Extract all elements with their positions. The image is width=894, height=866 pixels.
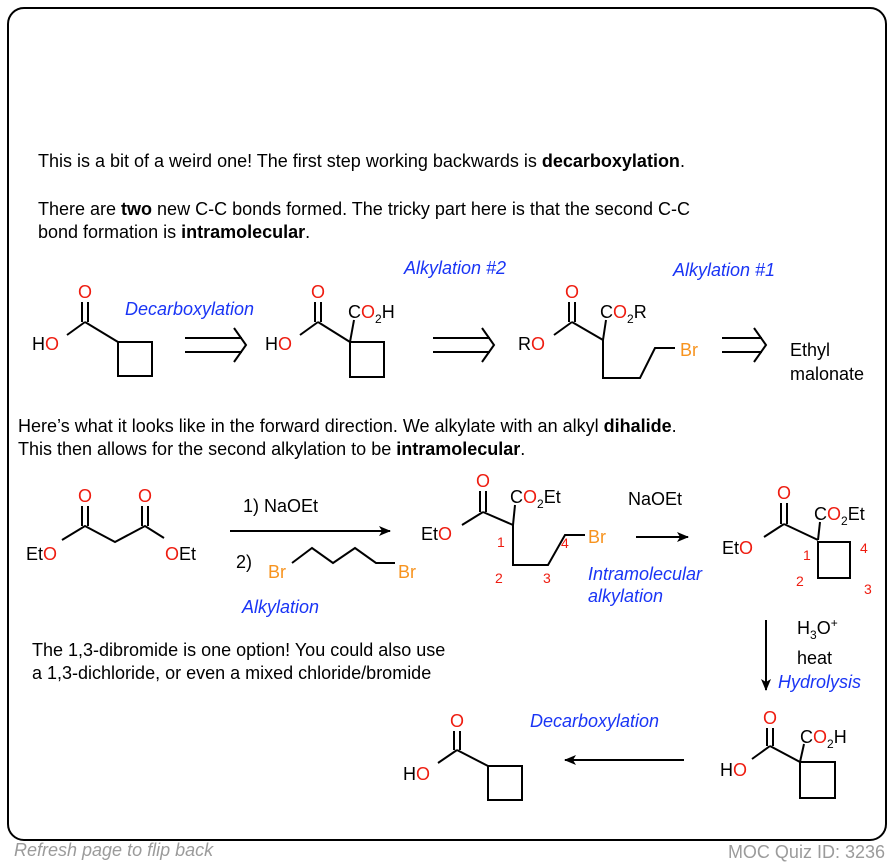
svg-text:EtO: EtO <box>26 544 57 564</box>
svg-text:CO2H: CO2H <box>348 302 395 326</box>
svg-text:2: 2 <box>495 570 503 586</box>
retro-arrow-icon <box>433 327 496 363</box>
svg-text:O: O <box>476 471 490 491</box>
label-hydrolysis: Hydrolysis <box>778 672 861 692</box>
cyclobutanecarboxylic-acid-structure: O HO <box>32 282 153 377</box>
label-alkylation-2nd: alkylation <box>588 586 663 606</box>
label-alkylation-1: Alkylation #1 <box>672 260 775 280</box>
quiz-id: MOC Quiz ID: 3236 <box>728 842 885 862</box>
svg-text:EtO: EtO <box>722 538 753 558</box>
step-1-label: 1) NaOEt <box>243 496 318 516</box>
intro-line-2: There are two new C-C bonds formed. The … <box>38 199 690 219</box>
svg-text:O: O <box>763 708 777 728</box>
forward-line-2: This then allows for the second alkylati… <box>18 439 525 459</box>
label-alkylation: Alkylation <box>241 597 319 617</box>
cyclobutane-dicarboxylic-acid-structure: O HO CO2H <box>265 282 395 378</box>
svg-text:O: O <box>78 282 92 302</box>
bromopropyl-diethyl-malonate-structure: O EtO CO2Et Br 1 2 3 4 <box>421 471 606 586</box>
svg-text:EtO: EtO <box>421 524 452 544</box>
svg-text:HO: HO <box>265 334 292 354</box>
cyclobutane-diester-structure: O EtO CO2Et 1 4 2 3 <box>722 483 872 597</box>
svg-text:O: O <box>311 282 325 302</box>
cyclobutane-diacid-structure: O HO CO2H <box>720 708 847 799</box>
retro-arrow-icon <box>185 327 248 363</box>
svg-text:O: O <box>777 483 791 503</box>
intro-line-3: bond formation is intramolecular. <box>38 222 310 242</box>
svg-text:HO: HO <box>720 760 747 780</box>
svg-text:O: O <box>565 282 579 302</box>
dibromopropane-structure: Br Br <box>268 546 416 582</box>
svg-text:CO2Et: CO2Et <box>814 504 865 528</box>
step-2-label: 2) <box>236 552 252 572</box>
svg-text:HO: HO <box>32 334 59 354</box>
malonate-label: malonate <box>790 364 864 384</box>
svg-text:HO: HO <box>403 764 430 784</box>
svg-text:OEt: OEt <box>165 544 196 564</box>
svg-text:O: O <box>450 711 464 731</box>
h3o-label: H3O+ <box>797 616 838 642</box>
svg-text:1: 1 <box>803 547 811 563</box>
svg-text:O: O <box>138 486 152 506</box>
svg-text:RO: RO <box>518 334 545 354</box>
final-cyclobutanecarboxylic-acid-structure: O HO <box>403 711 523 801</box>
svg-text:Br: Br <box>268 562 286 582</box>
svg-text:Br: Br <box>588 527 606 547</box>
svg-text:1: 1 <box>497 534 505 550</box>
svg-text:Br: Br <box>398 562 416 582</box>
svg-text:O: O <box>78 486 92 506</box>
label-intramolecular: Intramolecular <box>588 564 703 584</box>
naoet-label: NaOEt <box>628 489 682 509</box>
label-alkylation-2: Alkylation #2 <box>403 258 506 278</box>
svg-text:Br: Br <box>680 340 698 360</box>
forward-line-1: Here’s what it looks like in the forward… <box>18 416 677 436</box>
note-line-2: a 1,3-dichloride, or even a mixed chlori… <box>32 663 431 683</box>
svg-text:3: 3 <box>864 581 872 597</box>
svg-text:CO2R: CO2R <box>600 302 647 326</box>
intro-line-1: This is a bit of a weird one! The first … <box>38 151 685 171</box>
ethyl-label: Ethyl <box>790 340 830 360</box>
note-line-1: The 1,3-dibromide is one option! You cou… <box>32 640 445 660</box>
retro-arrow-icon <box>722 327 768 363</box>
svg-text:CO2Et: CO2Et <box>510 487 561 511</box>
card-frame <box>7 7 887 841</box>
bromopropyl-malonate-structure: O RO CO2R Br <box>518 282 698 379</box>
flip-back-hint[interactable]: Refresh page to flip back <box>14 840 214 860</box>
label-decarboxylation-forward: Decarboxylation <box>530 711 659 731</box>
svg-text:2: 2 <box>796 573 804 589</box>
svg-text:CO2H: CO2H <box>800 727 847 751</box>
heat-label: heat <box>797 648 832 668</box>
diethyl-malonate-structure: O O EtO OEt <box>26 486 196 564</box>
svg-text:4: 4 <box>860 540 868 556</box>
label-decarboxylation: Decarboxylation <box>125 299 254 319</box>
svg-text:3: 3 <box>543 570 551 586</box>
svg-text:4: 4 <box>561 535 569 551</box>
